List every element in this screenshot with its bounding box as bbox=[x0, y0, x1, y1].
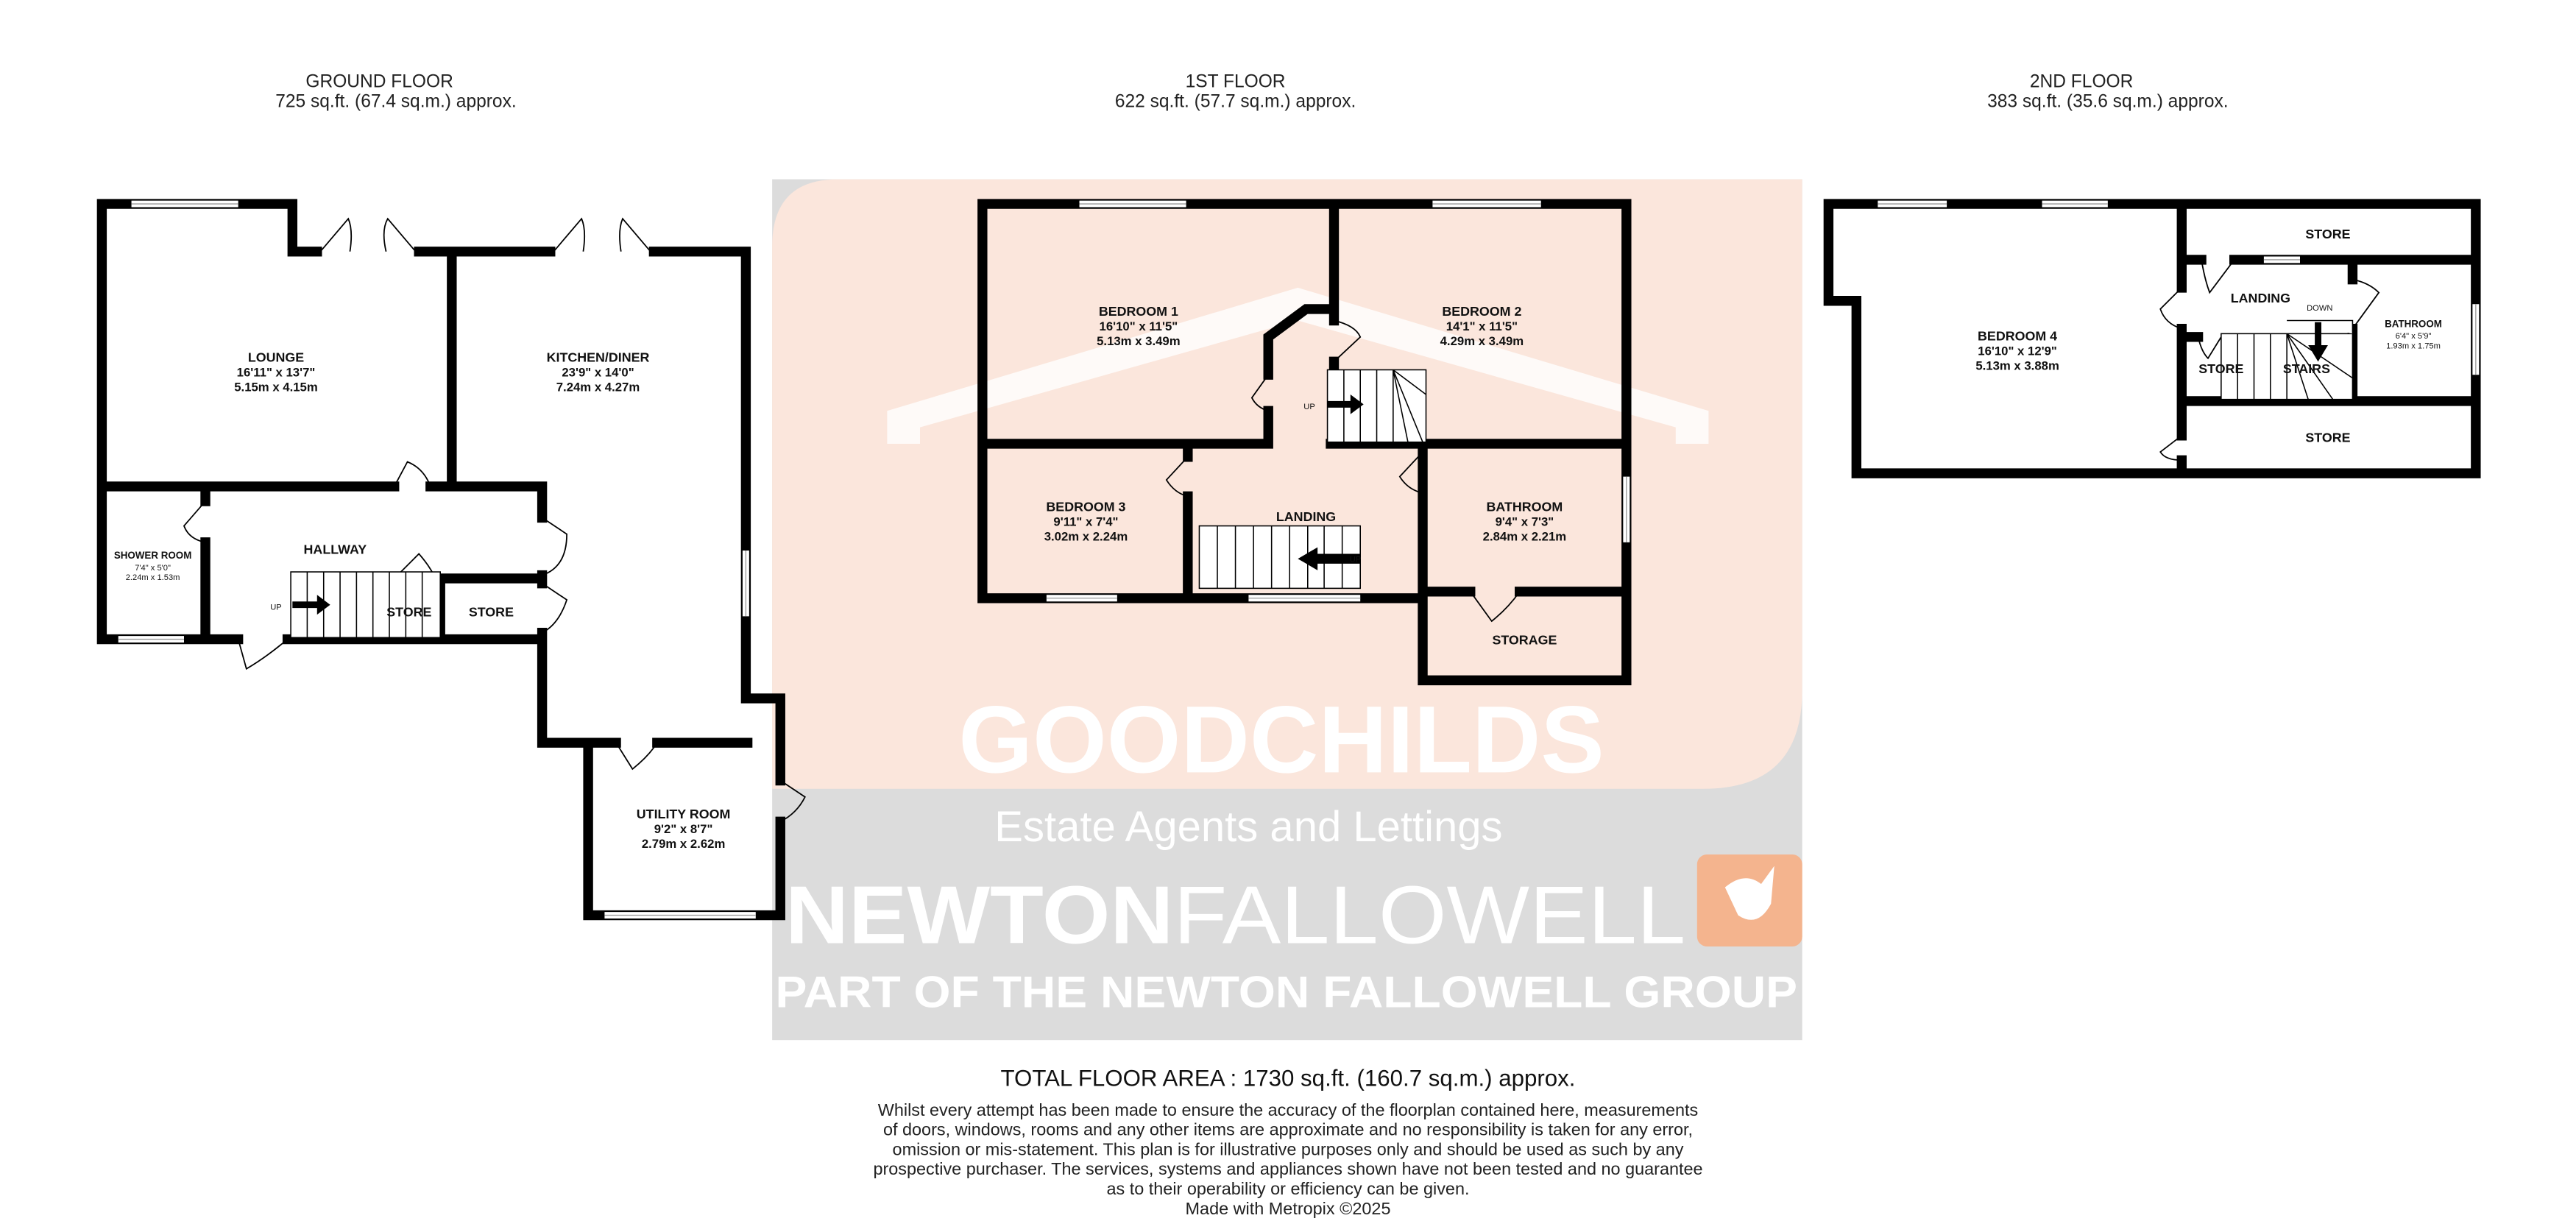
first-floor-plan: UP UP BEDROOM 1 16'10" x 11'5" 5.13m x 3… bbox=[977, 199, 1632, 686]
watermark-text: GOODCHILDS Estate Agents and Lettings NE… bbox=[776, 687, 1797, 1016]
room-dims-metric-bedroom-3: 3.02m x 2.24m bbox=[1044, 530, 1128, 544]
room-dims-metric-bedroom-2: 4.29m x 3.49m bbox=[1440, 334, 1524, 348]
room-name-bedroom-3: BEDROOM 3 bbox=[1046, 499, 1125, 514]
ground-floor-title: GROUND FLOOR bbox=[305, 72, 453, 92]
watermark-group-tagline: PART OF THE NEWTON FALLOWELL GROUP bbox=[776, 967, 1797, 1017]
stairs-down-arrow-icon bbox=[2308, 322, 2328, 362]
room-dims-imperial-bedroom-2: 14'1" x 11'5" bbox=[1446, 319, 1518, 333]
room-name-bedroom-1: BEDROOM 1 bbox=[1099, 304, 1178, 319]
room-dims-imperial-shower-room: 7'4" x 5'0" bbox=[135, 564, 171, 573]
room-name-bathroom: BATHROOM bbox=[2385, 318, 2442, 329]
stairs-down-label: DOWN bbox=[2307, 304, 2332, 313]
disclaimer-line: omission or mis-statement. This plan is … bbox=[893, 1139, 1684, 1158]
stairs-up-label: UP bbox=[270, 603, 282, 612]
second-floor-area: 383 sq.ft. (35.6 sq.m.) approx. bbox=[1987, 91, 2228, 111]
room-dims-imperial-bedroom-3: 9'11" x 7'4" bbox=[1053, 515, 1118, 529]
room-name-store-bottom: STORE bbox=[2305, 431, 2350, 445]
stairs-up-arrow-icon bbox=[292, 595, 330, 615]
room-dims-metric-utility: 2.79m x 2.62m bbox=[642, 837, 726, 851]
room-dims-imperial-bathroom: 9'4" x 7'3" bbox=[1496, 515, 1554, 529]
room-dims-metric-bathroom: 2.84m x 2.21m bbox=[1483, 530, 1567, 544]
stairs-up-label: UP bbox=[1303, 403, 1314, 411]
room-name-landing: LANDING bbox=[1276, 509, 1336, 524]
room-dims-metric-shower-room: 2.24m x 1.53m bbox=[126, 573, 180, 582]
room-dims-imperial-bedroom-4: 16'10" x 12'9" bbox=[1978, 344, 2057, 358]
room-name-stairs: STAIRS bbox=[2283, 361, 2330, 376]
room-dims-metric-bedroom-4: 5.13m x 3.88m bbox=[1975, 358, 2059, 372]
total-floor-area: TOTAL FLOOR AREA : 1730 sq.ft. (160.7 sq… bbox=[1000, 1066, 1575, 1091]
room-name-store-under-stairs: STORE bbox=[386, 604, 431, 619]
disclaimer-line: as to their operability or efficiency ca… bbox=[1106, 1179, 1469, 1198]
room-name-landing: LANDING bbox=[2231, 291, 2290, 305]
room-name-store-top: STORE bbox=[2305, 227, 2350, 241]
bird-icon bbox=[1724, 866, 1774, 920]
room-name-storage: STORAGE bbox=[1492, 632, 1557, 647]
room-dims-metric-bedroom-1: 5.13m x 3.49m bbox=[1097, 334, 1181, 348]
room-dims-imperial-utility: 9'2" x 8'7" bbox=[654, 822, 713, 836]
room-name-hallway: HALLWAY bbox=[304, 542, 367, 556]
first-floor-area: 622 sq.ft. (57.7 sq.m.) approx. bbox=[1115, 91, 1356, 111]
room-name-shower-room: SHOWER ROOM bbox=[114, 550, 192, 561]
second-floor-title: 2ND FLOOR bbox=[2030, 72, 2133, 92]
watermark-agent-tagline: Estate Agents and Lettings bbox=[994, 803, 1502, 851]
metropix-credit: Made with Metropix ©2025 bbox=[1186, 1199, 1391, 1218]
watermark-agent-name: GOODCHILDS bbox=[958, 687, 1604, 793]
first-floor-title: 1ST FLOOR bbox=[1186, 72, 1286, 92]
room-name-store-mid: STORE bbox=[2198, 361, 2243, 376]
ground-floor-plan: UP LOUNGE 16'11" x 13'7" 5.15m x 4.15m K… bbox=[96, 199, 806, 921]
disclaimer-line: prospective purchaser. The services, sys… bbox=[873, 1159, 1702, 1178]
stairs-up-label: UP bbox=[1350, 556, 1361, 565]
room-name-kitchen: KITCHEN/DINER bbox=[547, 350, 650, 364]
disclaimer-line: of doors, windows, rooms and any other i… bbox=[883, 1120, 1693, 1139]
ground-floor-area: 725 sq.ft. (67.4 sq.m.) approx. bbox=[275, 91, 516, 111]
second-floor-plan: BEDROOM 4 16'10" x 12'9" 5.13m x 3.88m S… bbox=[1823, 199, 2481, 478]
stairs-up-arrow-icon bbox=[1327, 394, 1364, 414]
room-dims-imperial-bedroom-1: 16'10" x 11'5" bbox=[1100, 319, 1178, 333]
room-dims-metric-lounge: 5.15m x 4.15m bbox=[234, 381, 318, 394]
room-name-bathroom: BATHROOM bbox=[1487, 499, 1563, 514]
disclaimer-line: Whilst every attempt has been made to en… bbox=[878, 1100, 1698, 1119]
room-dims-imperial-bathroom: 6'4" x 5'9" bbox=[2396, 332, 2432, 341]
room-dims-imperial-lounge: 16'11" x 13'7" bbox=[237, 365, 316, 379]
room-dims-metric-bathroom: 1.93m x 1.75m bbox=[2386, 341, 2441, 350]
room-name-store: STORE bbox=[469, 604, 514, 619]
room-name-bedroom-2: BEDROOM 2 bbox=[1442, 304, 1521, 319]
room-dims-imperial-kitchen: 23'9" x 14'0" bbox=[562, 365, 634, 379]
watermark-peach-panel bbox=[772, 179, 1802, 789]
room-name-bedroom-4: BEDROOM 4 bbox=[1978, 328, 2057, 343]
room-name-lounge: LOUNGE bbox=[248, 350, 304, 364]
room-dims-metric-kitchen: 7.24m x 4.27m bbox=[556, 381, 640, 394]
room-name-utility: UTILITY ROOM bbox=[637, 807, 731, 821]
stairs-up-arrow-icon bbox=[1298, 547, 1361, 570]
